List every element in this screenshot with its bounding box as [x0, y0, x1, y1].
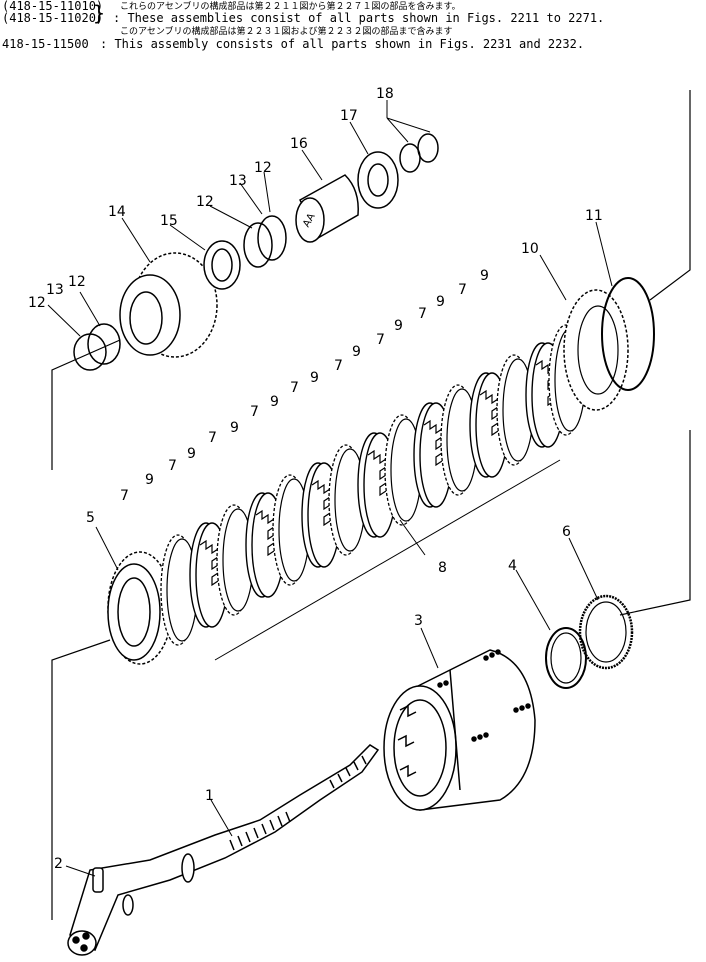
header-brace: }	[93, 1, 106, 25]
shaft-part-1	[67, 744, 380, 956]
callout-9: 9	[394, 318, 403, 334]
bracket-left-upper	[51, 339, 121, 470]
callout-8: 8	[438, 560, 447, 576]
ring-part-13	[257, 215, 287, 261]
callout-17: 17	[340, 108, 358, 124]
callout-9: 9	[270, 394, 279, 410]
callout-3: 3	[414, 613, 423, 629]
callout-13: 13	[229, 173, 247, 189]
callout-7: 7	[208, 430, 217, 446]
callout-7: 7	[458, 282, 467, 298]
callout-9: 9	[145, 472, 154, 488]
header-jp-note-2: このアセンブリの構成部品は第２２３１図および第２２３２図の部品まで含みます	[120, 27, 453, 37]
callout-14: 14	[108, 204, 126, 220]
gear-part-14	[119, 252, 218, 358]
callout-12: 12	[28, 295, 46, 311]
snap-ring-part-11	[601, 277, 655, 391]
sleeve-part-16: AA	[295, 174, 359, 243]
leader-lines	[47, 100, 613, 877]
part-number-11010: (418-15-11010)	[2, 0, 104, 13]
callout-4: 4	[508, 558, 517, 574]
callout-7: 7	[168, 458, 177, 474]
callout-12: 12	[254, 160, 272, 176]
callout-11: 11	[585, 208, 603, 224]
callout-9: 9	[187, 446, 196, 462]
ring-part-12	[243, 222, 273, 268]
callout-13: 13	[46, 282, 64, 298]
callout-2: 2	[54, 856, 63, 872]
header-note-1: : These assemblies consist of all parts …	[113, 11, 605, 25]
callout-9: 9	[480, 268, 489, 284]
part-number-11020: (418-15-11020)	[2, 11, 104, 25]
callout-numbers: 1 2 3 4 5 6 8 10 11 12 12 12 12 13 13 14…	[28, 86, 603, 872]
callout-10: 10	[521, 241, 539, 257]
callout-7: 7	[120, 488, 129, 504]
header-note-2: : This assembly consists of all parts sh…	[100, 37, 585, 51]
pin-part-2	[92, 867, 104, 893]
callout-12: 12	[196, 194, 214, 210]
callout-18: 18	[376, 86, 394, 102]
callout-5: 5	[86, 510, 95, 526]
callout-7: 7	[418, 306, 427, 322]
callout-9: 9	[436, 294, 445, 310]
callout-7: 7	[290, 380, 299, 396]
leader-base	[214, 459, 561, 661]
callout-16: 16	[290, 136, 308, 152]
callout-7: 7	[334, 358, 343, 374]
bracket-right-lower	[619, 430, 691, 616]
callout-7: 7	[250, 404, 259, 420]
ring-part-6	[578, 594, 634, 670]
callout-12: 12	[68, 274, 86, 290]
part-number-11500: 418-15-11500	[2, 37, 89, 51]
bearing-part-15	[203, 240, 241, 290]
spacer-part-18	[417, 133, 439, 163]
clutch-pack	[160, 324, 586, 646]
header-jp-note-1: これらのアセンブリの構成部品は第２２１１図から第２２７１図の部品を含みます。	[120, 2, 461, 12]
callout-9: 9	[230, 420, 239, 436]
callout-1: 1	[205, 788, 214, 804]
snap-ring-part-4	[545, 627, 587, 689]
ring-part-13	[87, 323, 121, 365]
hub-part-3	[383, 649, 536, 811]
callout-9: 9	[352, 344, 361, 360]
bracket-left-lower	[51, 639, 111, 920]
spacer-part-18	[399, 143, 421, 173]
callout-6: 6	[562, 524, 571, 540]
callout-15: 15	[160, 213, 178, 229]
callout-7: 7	[376, 332, 385, 348]
callout-9: 9	[310, 370, 319, 386]
end-plate-part-5	[107, 551, 173, 665]
bearing-part-17	[357, 151, 399, 209]
bracket-right-upper	[649, 90, 691, 301]
